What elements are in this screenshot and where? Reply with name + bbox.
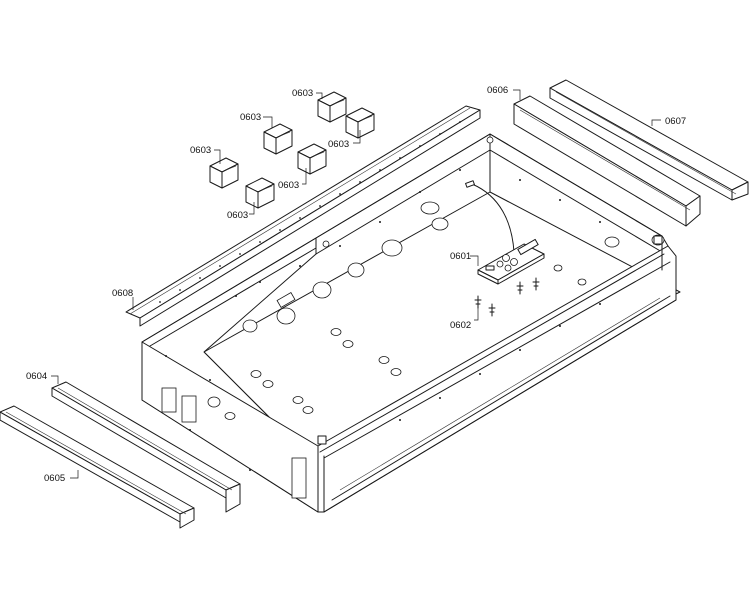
block-0603-f bbox=[245, 177, 275, 209]
callout-0603-f: 0603 bbox=[227, 210, 248, 221]
callout-0603-e: 0603 bbox=[190, 145, 211, 156]
callout-0601: 0601 bbox=[450, 251, 471, 262]
rail-0608 bbox=[125, 105, 481, 327]
block-0603-b bbox=[345, 107, 375, 139]
rail-0607 bbox=[549, 79, 749, 201]
callout-0603-d: 0603 bbox=[278, 180, 299, 191]
callout-0603-b: 0603 bbox=[328, 139, 349, 150]
block-0603-e bbox=[209, 157, 239, 189]
callout-0602: 0602 bbox=[450, 320, 471, 331]
callout-0603-c: 0603 bbox=[240, 112, 261, 123]
rail-0606 bbox=[513, 95, 701, 227]
callout-0606: 0606 bbox=[487, 85, 508, 96]
standoffs-0602 bbox=[474, 277, 540, 317]
callout-0605: 0605 bbox=[44, 473, 65, 484]
block-0603-a bbox=[317, 91, 347, 123]
callout-0608: 0608 bbox=[112, 288, 133, 299]
callout-0603-a: 0603 bbox=[292, 88, 313, 99]
callout-0607: 0607 bbox=[665, 116, 686, 127]
leader-lines bbox=[51, 89, 661, 479]
chassis-tray bbox=[141, 133, 681, 513]
block-0603-d bbox=[297, 143, 327, 175]
block-0603-c bbox=[263, 123, 293, 155]
callout-labels: 0603 0603 0603 0603 0603 0603 0606 0607 … bbox=[26, 85, 686, 484]
circuit-board-0601 bbox=[465, 180, 545, 285]
rail-0605 bbox=[0, 405, 195, 529]
callout-0604: 0604 bbox=[26, 371, 47, 382]
rail-0604 bbox=[51, 381, 241, 513]
